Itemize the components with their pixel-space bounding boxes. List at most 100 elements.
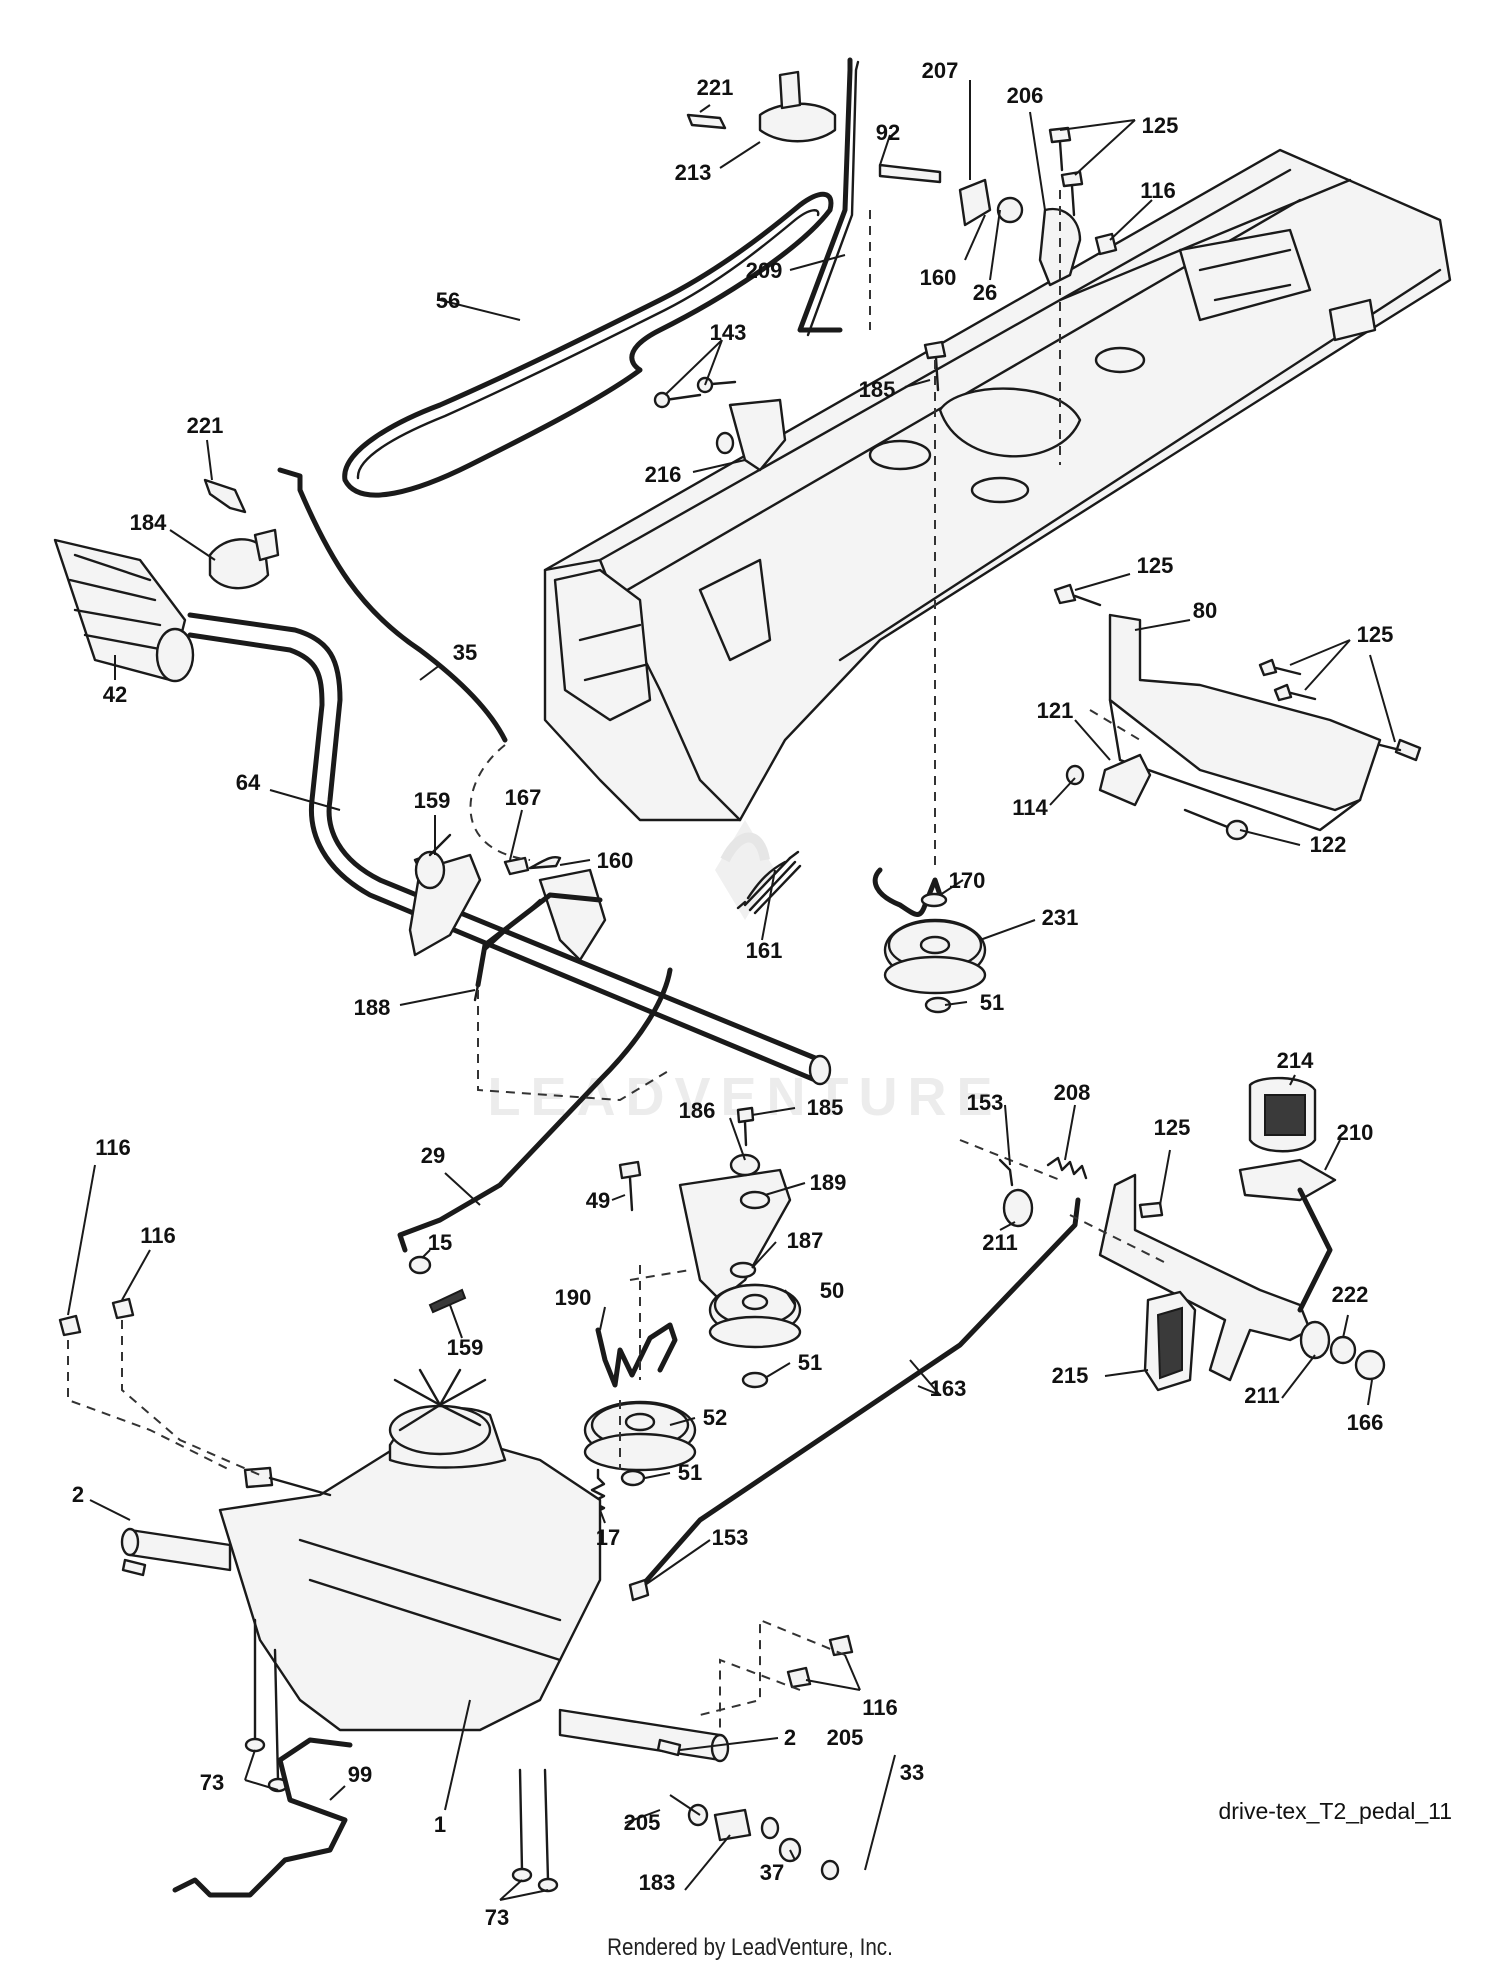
callout-183: 183 bbox=[639, 1870, 676, 1895]
callout-166: 166 bbox=[1347, 1410, 1384, 1435]
nut-51b bbox=[741, 1371, 769, 1389]
brake-rod-outline bbox=[806, 60, 860, 337]
carriage-bolt-185b bbox=[736, 1106, 755, 1124]
callout-116b: 116 bbox=[95, 1135, 131, 1160]
spring-clip bbox=[996, 196, 1024, 224]
callout-99: 99 bbox=[348, 1762, 372, 1787]
callout-188: 188 bbox=[354, 995, 391, 1020]
callout-15: 15 bbox=[428, 1230, 452, 1255]
callout-216: 216 bbox=[645, 462, 682, 487]
callout-214: 214 bbox=[1277, 1048, 1314, 1073]
hairpin-top bbox=[686, 113, 727, 130]
callout-221a: 221 bbox=[697, 75, 734, 100]
callout-170: 170 bbox=[949, 868, 986, 893]
idler-spring bbox=[872, 867, 943, 917]
diagram-id-label: drive-tex_T2_pedal_11 bbox=[1218, 1798, 1452, 1824]
mount-bracket bbox=[653, 376, 787, 472]
bolt-shank-49 bbox=[628, 1176, 634, 1212]
belt-cover bbox=[1108, 613, 1382, 832]
bushings-211 bbox=[1002, 1188, 1331, 1360]
callout-42: 42 bbox=[103, 682, 127, 707]
callout-51a: 51 bbox=[980, 990, 1004, 1015]
callout-92: 92 bbox=[876, 120, 900, 145]
cover-bracket bbox=[1065, 753, 1249, 841]
callout-labels: 221 213 207 206 92 125 116 56 209 160 26… bbox=[72, 58, 1393, 1930]
callout-125a: 125 bbox=[1142, 113, 1179, 138]
callout-116a: 116 bbox=[1140, 178, 1176, 203]
idler-arm-plate bbox=[678, 1168, 792, 1302]
pedal-pad-215 bbox=[1143, 1290, 1197, 1392]
callout-185b: 185 bbox=[807, 1095, 844, 1120]
callout-33: 33 bbox=[900, 1760, 924, 1785]
bushing bbox=[729, 1153, 761, 1177]
idler-pulley bbox=[883, 918, 987, 995]
callout-17: 17 bbox=[596, 1525, 620, 1550]
callout-114: 114 bbox=[1012, 795, 1048, 820]
callout-215: 215 bbox=[1052, 1363, 1089, 1388]
brake-plate bbox=[1038, 207, 1082, 287]
washer-187 bbox=[729, 1261, 757, 1279]
pulley-52 bbox=[583, 1400, 697, 1472]
washer-222 bbox=[1329, 1335, 1357, 1365]
transaxle bbox=[120, 1368, 730, 1763]
callout-116d: 116 bbox=[862, 1695, 898, 1720]
callout-207: 207 bbox=[922, 58, 959, 83]
callout-153a: 153 bbox=[967, 1090, 1004, 1115]
frame bbox=[543, 148, 1452, 822]
callout-125b: 125 bbox=[1137, 553, 1174, 578]
callout-51c: 51 bbox=[678, 1460, 702, 1485]
callout-160a: 160 bbox=[920, 265, 957, 290]
callout-52: 52 bbox=[703, 1405, 727, 1430]
callout-80: 80 bbox=[1193, 598, 1217, 623]
callout-208: 208 bbox=[1054, 1080, 1091, 1105]
carriage-bolt-49 bbox=[618, 1160, 642, 1180]
callout-159a: 159 bbox=[414, 788, 451, 813]
callout-211b: 211 bbox=[1244, 1383, 1280, 1408]
hairpin-clip bbox=[203, 478, 247, 514]
callout-121: 121 bbox=[1037, 698, 1074, 723]
callout-153b: 153 bbox=[712, 1525, 749, 1550]
pulley-50 bbox=[708, 1283, 802, 1349]
callout-26: 26 bbox=[973, 280, 997, 305]
callout-122: 122 bbox=[1310, 832, 1347, 857]
callout-184: 184 bbox=[130, 510, 167, 535]
callout-125d: 125 bbox=[1154, 1115, 1191, 1140]
callout-1: 1 bbox=[434, 1812, 446, 1837]
callout-56: 56 bbox=[436, 288, 460, 313]
bolts-cover bbox=[1053, 583, 1422, 762]
washer-166 bbox=[1354, 1349, 1386, 1381]
callout-231: 231 bbox=[1042, 905, 1079, 930]
callout-37: 37 bbox=[760, 1860, 784, 1885]
clevis-pin bbox=[878, 163, 942, 184]
bolt-125d bbox=[1138, 1201, 1164, 1219]
callout-205b: 205 bbox=[624, 1810, 661, 1835]
callout-49: 49 bbox=[586, 1188, 610, 1213]
bolts-top bbox=[923, 126, 1118, 392]
drive-belt bbox=[342, 191, 834, 498]
leader-lines bbox=[67, 80, 1396, 1901]
callout-187: 187 bbox=[787, 1228, 824, 1253]
callout-167: 167 bbox=[505, 785, 542, 810]
drive-rod bbox=[397, 967, 673, 1253]
callout-211a: 211 bbox=[982, 1230, 1018, 1255]
pivot-bracket bbox=[958, 178, 992, 227]
callout-64: 64 bbox=[236, 770, 261, 795]
nut-51c bbox=[620, 1469, 646, 1487]
bypass-rod bbox=[172, 1737, 353, 1898]
brake-rod bbox=[797, 57, 853, 333]
rod-end-clip bbox=[628, 1578, 650, 1602]
cap-top bbox=[758, 70, 837, 143]
callout-35: 35 bbox=[453, 640, 477, 665]
pedal-pad-214 bbox=[1248, 1076, 1317, 1153]
callout-159b: 159 bbox=[447, 1335, 484, 1360]
footer-credit: Rendered by LeadVenture, Inc. bbox=[607, 1934, 893, 1961]
pedal-assembly bbox=[1098, 1158, 1337, 1382]
knob bbox=[208, 528, 280, 590]
bolt-shank-185b bbox=[743, 1120, 748, 1147]
hand-grip bbox=[53, 538, 195, 683]
clip-153a bbox=[998, 1158, 1014, 1187]
callout-2a: 2 bbox=[72, 1482, 84, 1507]
callout-2b: 2 bbox=[784, 1725, 796, 1750]
callout-160b: 160 bbox=[597, 848, 634, 873]
